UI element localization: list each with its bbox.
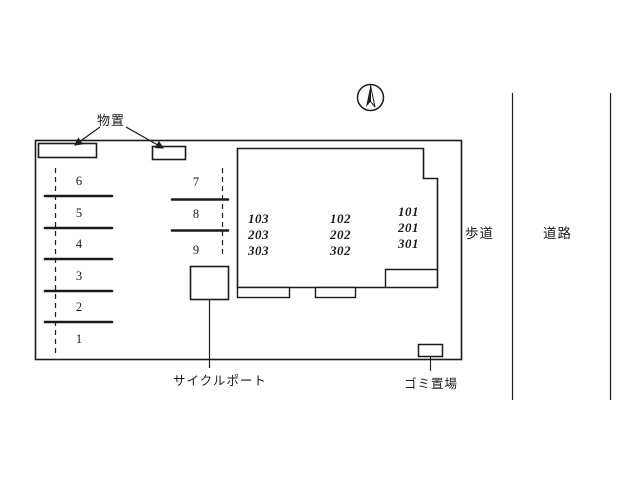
sidewalk-label: 歩道 [465, 226, 494, 241]
unit-number: 103 [248, 211, 269, 226]
parking-space-8: 8 [192, 207, 200, 221]
unit-number: 101 [398, 204, 419, 219]
unit-number: 201 [398, 220, 419, 235]
storage-shed-right [151, 145, 187, 161]
unit-stack-left: 103 203 303 [248, 211, 269, 259]
parking-space-9: 9 [192, 243, 200, 257]
parking-dividers-left [43, 194, 114, 324]
storage-label: 物置 [97, 113, 126, 128]
entrance-porch-right [314, 286, 357, 299]
parking-space-4: 4 [75, 237, 83, 251]
entrance-porch-left [236, 286, 291, 299]
parking-dividers-right [170, 198, 230, 232]
garbage-area [417, 343, 444, 358]
unit-number: 203 [248, 227, 269, 242]
unit-number: 303 [248, 243, 269, 258]
site-boundary [34, 139, 463, 361]
unit-stack-middle: 102 202 302 [330, 211, 351, 259]
garbage-label: ゴミ置場 [404, 377, 459, 391]
parking-space-5: 5 [75, 206, 83, 220]
unit-number: 202 [330, 227, 351, 242]
storage-arrow-left [73, 126, 101, 146]
parking-space-1: 1 [75, 332, 83, 346]
unit-number: 301 [398, 236, 419, 251]
unit-number: 302 [330, 243, 351, 258]
parking-space-2: 2 [75, 300, 83, 314]
building-stair-step [384, 268, 438, 288]
unit-number: 102 [330, 211, 351, 226]
parking-space-7: 7 [192, 175, 200, 189]
cycle-port [189, 265, 230, 301]
storage-shed-left [37, 142, 98, 159]
cycle-port-label: サイクルポート [173, 374, 267, 388]
road-label: 道路 [543, 226, 572, 241]
unit-stack-right: 101 201 301 [398, 204, 419, 252]
north-compass-icon [356, 83, 385, 112]
parking-space-6: 6 [75, 174, 83, 188]
parking-space-3: 3 [75, 269, 83, 283]
storage-arrow-right [125, 126, 165, 149]
